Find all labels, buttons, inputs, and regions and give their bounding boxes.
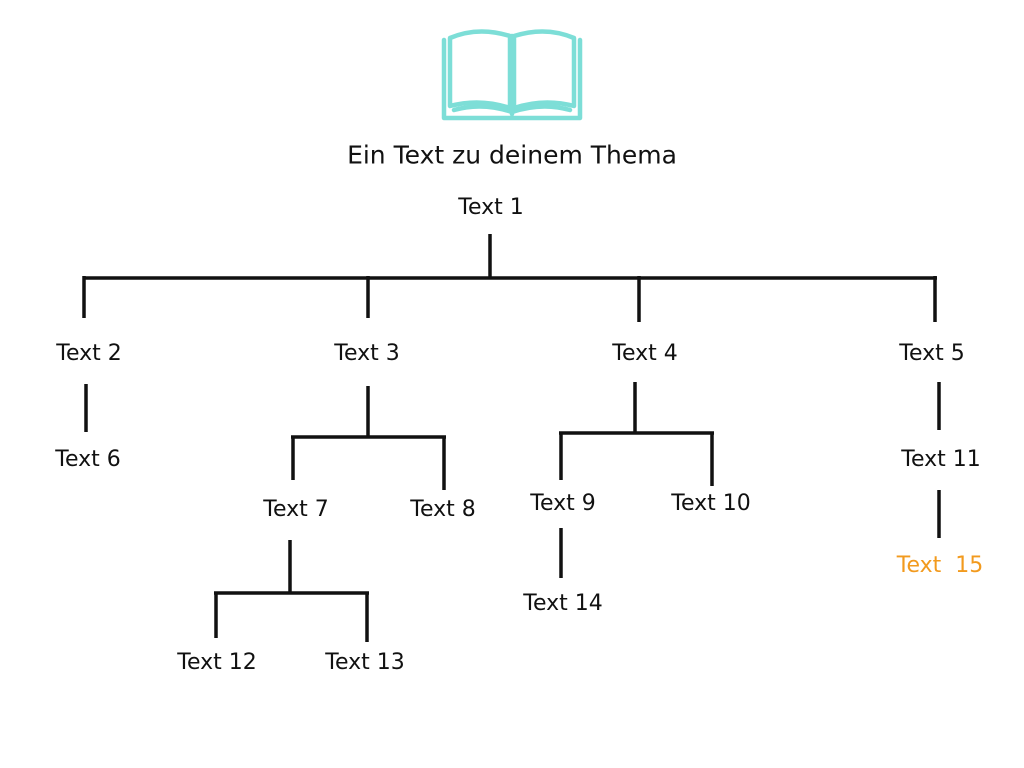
node-text-3: Text 3 <box>334 341 400 366</box>
node-text-1: Text 1 <box>458 195 524 220</box>
node-text-10: Text 10 <box>671 491 751 516</box>
open-book-icon <box>441 29 583 121</box>
node-text-9: Text 9 <box>530 491 596 516</box>
node-text-6: Text 6 <box>55 447 121 472</box>
diagram-title: Ein Text zu deinem Thema <box>347 140 677 170</box>
node-text-12: Text 12 <box>177 650 257 675</box>
node-text-7: Text 7 <box>263 497 329 522</box>
node-text-4: Text 4 <box>612 341 678 366</box>
node-text-5: Text 5 <box>899 341 965 366</box>
node-text-14: Text 14 <box>523 591 603 616</box>
node-text-8: Text 8 <box>410 497 476 522</box>
node-text-2: Text 2 <box>56 341 122 366</box>
node-text-15: Text 15 <box>896 553 984 578</box>
node-text-13: Text 13 <box>325 650 405 675</box>
node-text-11: Text 11 <box>901 447 981 472</box>
